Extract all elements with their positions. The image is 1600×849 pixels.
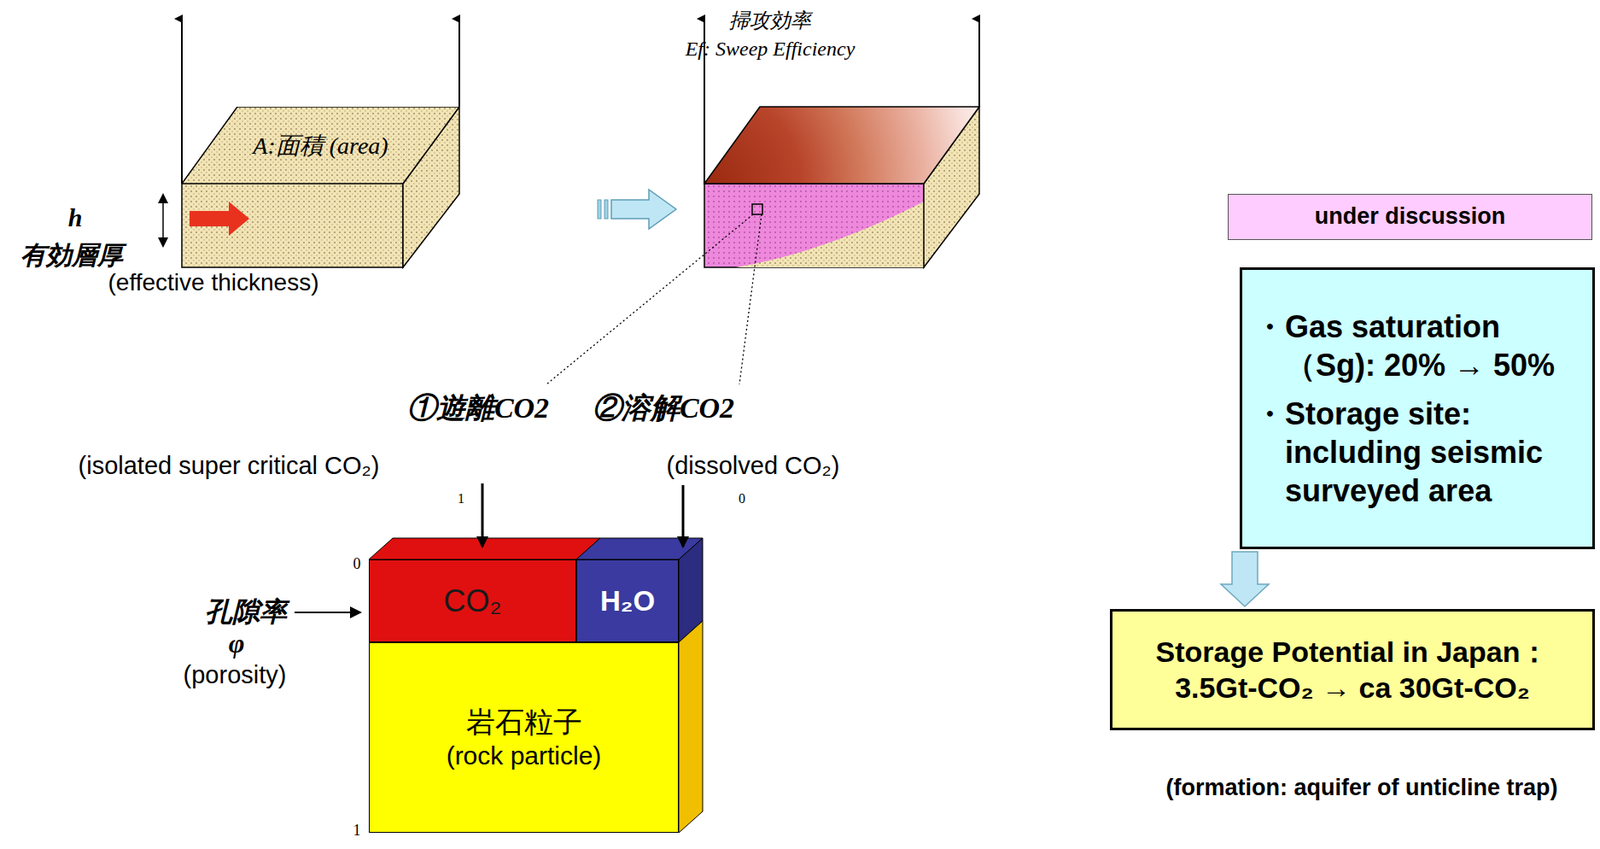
assumption-box: ・Gas saturation（Sg): 20% → 50% ・Storage s… (1239, 267, 1595, 549)
axis-number: 1 (353, 821, 362, 840)
assumption-box-text: ・Storage site: including seismic surveye… (1254, 394, 1584, 510)
porosity-label: (porosity) (183, 660, 287, 690)
pointer-arrow (682, 484, 685, 547)
sweep-title: 掃攻効率 (729, 6, 812, 35)
callout-label: ②溶解CO2 (592, 388, 735, 428)
area-face-text: A:面積 (area) (252, 130, 388, 161)
rock-particle: 岩石粒子(rock particle) (368, 642, 679, 833)
axis-number: 1 (457, 490, 465, 507)
co2-phase: CO₂ (368, 559, 577, 643)
porosity-symbol: φ (228, 627, 246, 660)
leader-line (739, 214, 762, 385)
area-face-shape (181, 106, 460, 184)
formation-note: (formation: aquifer of unticline trap) (1166, 774, 1559, 801)
status-tag-text: under discussion (1314, 202, 1507, 232)
thickness-label: 有効層厚 (20, 238, 123, 274)
flow-arrow (1220, 551, 1269, 607)
assumption-box-text: ・Gas saturation（Sg): 20% → 50% (1254, 307, 1584, 385)
callout-label: (isolated super critical CO₂) (78, 451, 380, 480)
swept-slab (546, 18, 980, 385)
reservoir-slab (181, 18, 460, 268)
callout-label: ①遊離CO2 (407, 388, 549, 428)
rock-particle-text: (rock particle) (446, 739, 602, 772)
thickness-arrow (157, 192, 169, 248)
status-tag: under discussion (1227, 193, 1593, 240)
result-box-text: Storage Potential in Japan： 3.5Gt-CO₂ → … (1122, 633, 1583, 707)
co2-phase-text: CO₂ (443, 581, 503, 620)
callout-label: (dissolved CO₂) (665, 451, 840, 480)
leader-line (546, 214, 754, 385)
sample-square (752, 204, 763, 215)
thickness-label: (effective thickness) (108, 268, 320, 297)
pointer-arrow (481, 483, 485, 547)
axis-number: 0 (738, 490, 746, 507)
thickness-symbol: h (68, 203, 83, 233)
porosity-label: 孔隙率 (204, 593, 287, 631)
water-phase: H₂O (576, 559, 679, 643)
result-box: Storage Potential in Japan： 3.5Gt-CO₂ → … (1109, 608, 1595, 730)
sweep-title: Ef: Sweep Efficiency (685, 37, 856, 61)
pore-cube (294, 483, 703, 833)
axis-number: 0 (353, 554, 362, 573)
area-face: A:面積 (area) (181, 106, 460, 184)
injection-arrow (189, 201, 250, 236)
transition-arrow (597, 189, 677, 229)
pointer-arrow (294, 611, 361, 614)
rock-particle-text: 岩石粒子 (466, 703, 583, 741)
water-phase-text: H₂O (600, 583, 655, 619)
